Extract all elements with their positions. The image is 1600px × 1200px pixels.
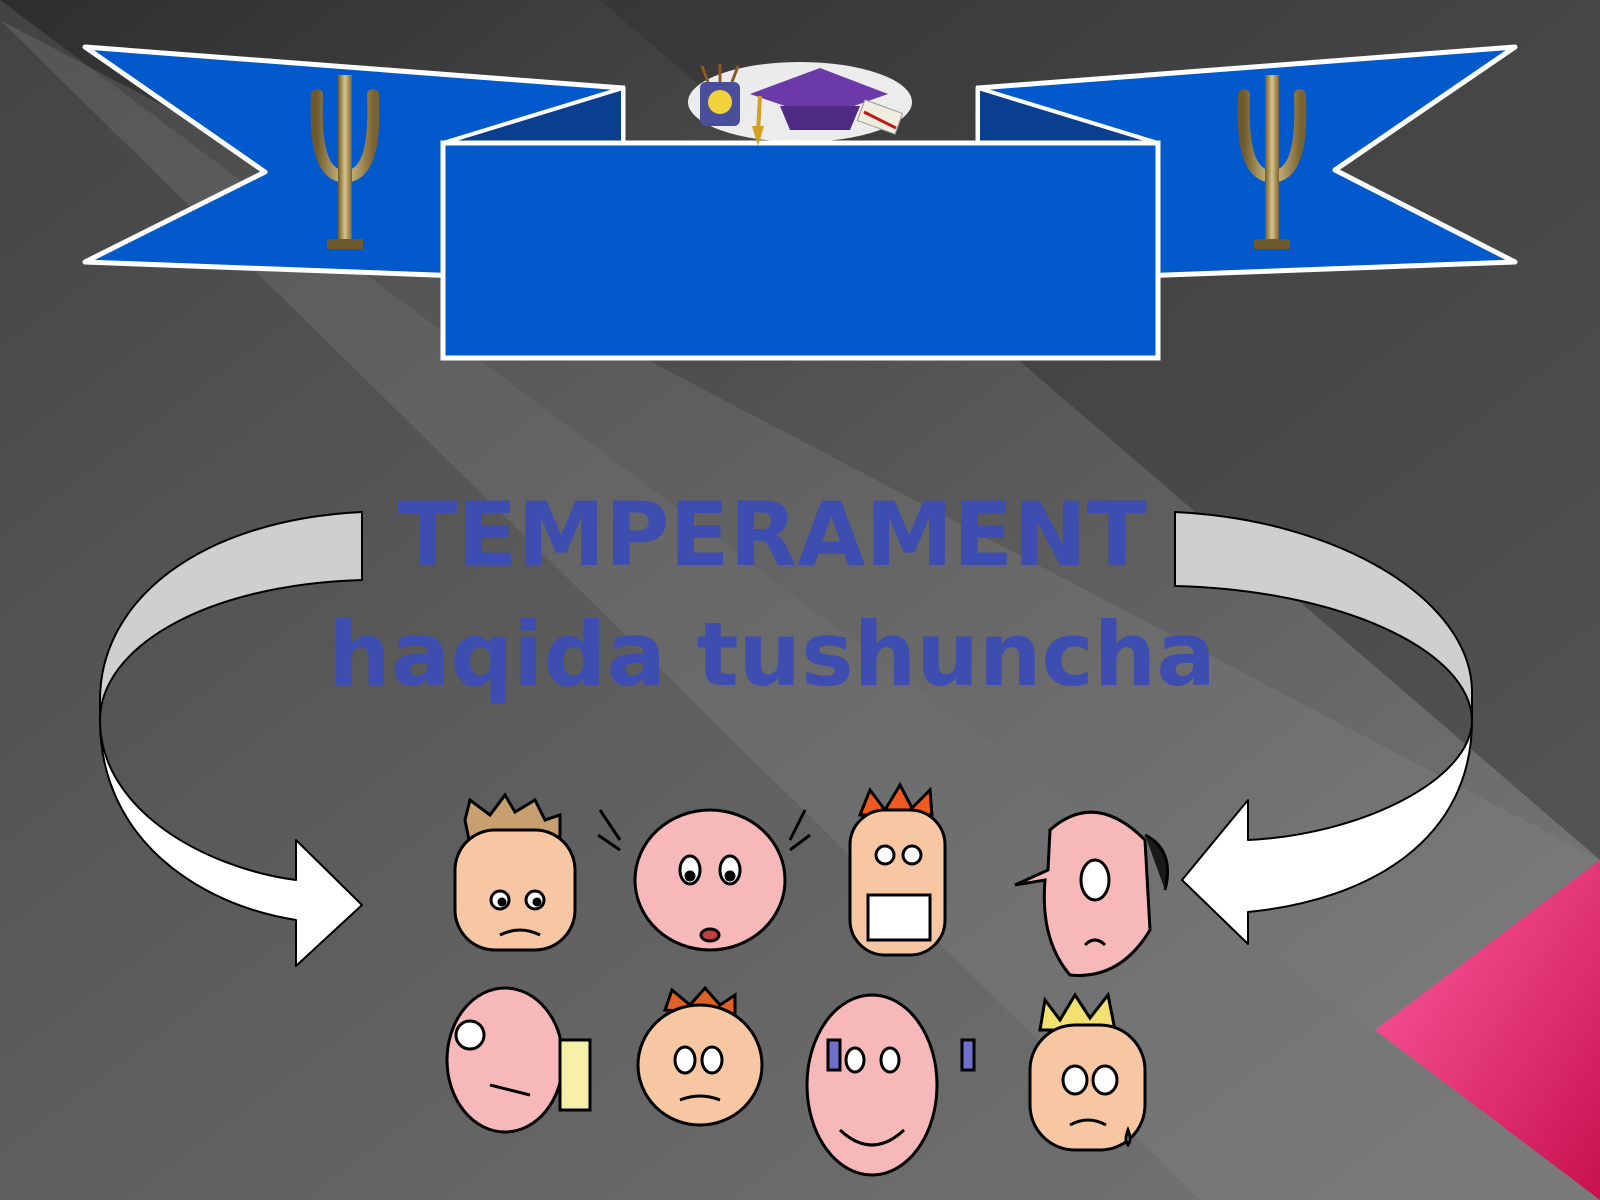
banner-center-panel (440, 140, 1161, 361)
psi-icon (310, 75, 380, 249)
left-curved-arrow (99, 510, 363, 967)
face-teary (1028, 991, 1147, 1152)
face-angry (453, 792, 577, 952)
face-worried (597, 808, 811, 952)
face-grinning (848, 781, 947, 957)
face-sad-long (1014, 810, 1169, 977)
slide-title-line-1: TEMPERAMENT (397, 483, 1147, 586)
face-squinting (445, 986, 592, 1134)
header-banner (82, 44, 1518, 361)
face-nervous (636, 985, 764, 1127)
pink-accent-shape (1375, 860, 1600, 1200)
slide-title-line-2: haqida tushuncha (328, 603, 1215, 706)
face-smiling (805, 993, 976, 1177)
right-curved-arrow (1174, 510, 1473, 945)
psi-icon (1237, 75, 1307, 249)
graduation-cap-icon (688, 62, 912, 146)
cartoon-faces (445, 781, 1169, 1177)
